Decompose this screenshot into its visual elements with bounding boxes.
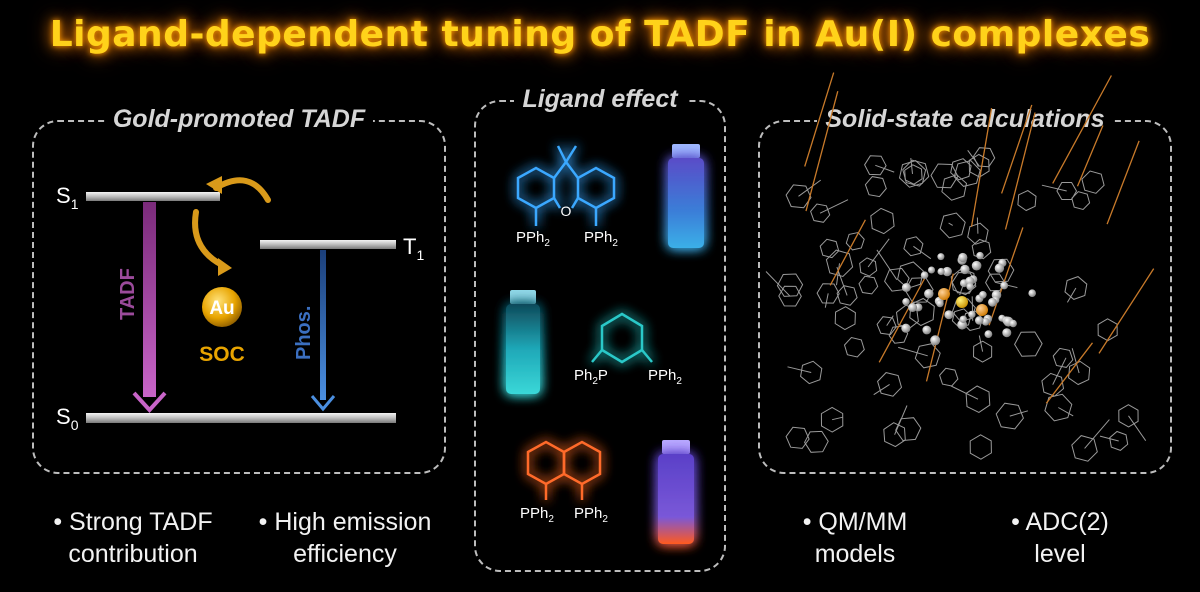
solid-state-panel: Solid-state calculations <box>758 105 1172 474</box>
main-title: Ligand-dependent tuning of TADF in Au(I)… <box>49 14 1151 55</box>
gold-tadf-panel-title: Gold-promoted TADF <box>104 105 374 134</box>
bullet-qmmm: • QM/MM models <box>802 508 908 568</box>
solid-state-panel-title: Solid-state calculations <box>817 105 1113 134</box>
bullet-adc2: • ADC(2) level <box>1011 508 1109 568</box>
bullet-strong-tadf: • Strong TADF contribution <box>53 508 213 568</box>
bullet-high-emission: • High emission efficiency <box>258 508 432 568</box>
gold-tadf-panel: Gold-promoted TADF <box>32 105 446 474</box>
ligand-effect-panel: Ligand effect <box>474 85 726 572</box>
ligand-effect-panel-title: Ligand effect <box>514 85 686 114</box>
